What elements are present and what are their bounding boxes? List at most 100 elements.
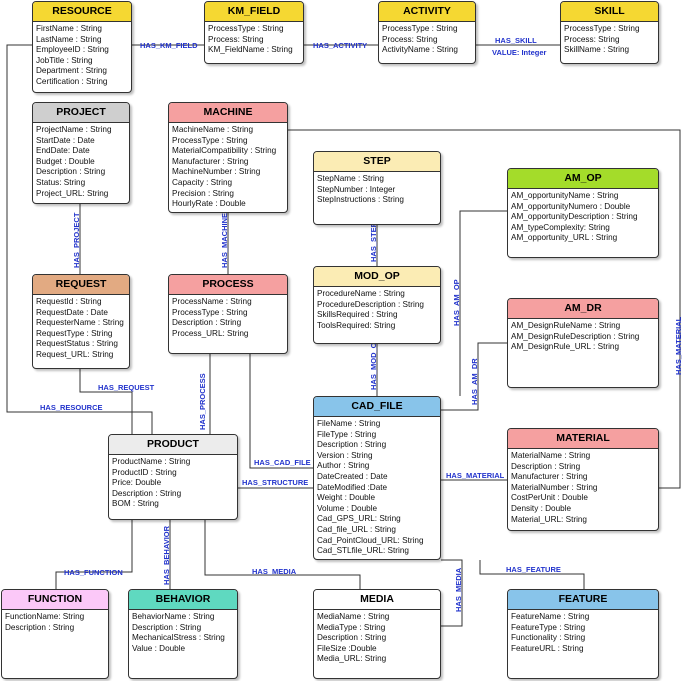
edge-has-function <box>55 520 133 589</box>
label-has-material-vertical: HAS_MATERIAL <box>674 316 683 375</box>
attribute-cad-file-3: Version : String <box>317 450 373 460</box>
attribute-cad-file-5: DateCreated : Date <box>317 471 388 481</box>
edge-has-am-dr <box>441 342 507 411</box>
attribute-material-6: Material_URL: String <box>511 514 587 524</box>
attribute-material-3: MaterialNumber : String <box>511 482 598 492</box>
attribute-activity-1: Process: String <box>382 34 438 44</box>
entity-title: KM_FIELD <box>205 2 303 22</box>
entity-title: PRODUCT <box>109 435 237 455</box>
label-has-mod-op: HAS_MOD_OP <box>369 337 378 390</box>
attribute-product-0: ProductName : String <box>112 457 191 466</box>
attribute-request-2: RequesterName : String <box>36 318 124 328</box>
entity-title: FEATURE <box>508 590 658 610</box>
label-has-media-vertical: HAS_MEDIA <box>454 567 463 612</box>
attribute-media-2: Description : String <box>317 633 387 643</box>
label-has-behavior: HAS_BEHAVIOR <box>162 525 171 585</box>
label-has-feature: HAS_FEATURE <box>506 565 561 574</box>
attribute-am-dr-2: AM_DesignRule_URL : String <box>511 342 620 352</box>
attribute-feature-3: FeatureURL : String <box>511 643 584 653</box>
label-has-process: HAS_PROCESS <box>198 373 207 430</box>
attribute-behavior-0: BehaviorName : String <box>132 612 215 621</box>
attribute-mod-op-0: ProcedureName : String <box>317 289 405 298</box>
attribute-feature-2: Functionality : String <box>511 633 586 643</box>
attribute-skill-2: SkillName : String <box>564 45 630 55</box>
attribute-project-4: Description : String <box>36 167 106 177</box>
attribute-mod-op-2: SkillsRequired : String <box>317 310 398 320</box>
attribute-project-2: EndDate: Date <box>36 146 90 156</box>
label-has-resource: HAS_RESOURCE <box>40 403 103 412</box>
attribute-am-dr-1: AM_DesignRuleDescription : String <box>511 331 640 341</box>
attribute-cad-file-10: Cad_file_URL : String <box>317 524 396 534</box>
attribute-am-op-3: AM_typeComplexity: String <box>511 222 610 232</box>
attribute-project-6: Project_URL: String <box>36 188 109 198</box>
label-has-function: HAS_FUNCTION <box>64 568 123 577</box>
label-has-request: HAS_REQUEST <box>98 383 155 392</box>
attribute-cad-file-8: Volume : Double <box>317 503 378 513</box>
edge-has-am-op <box>459 210 507 396</box>
attribute-media-1: MediaType : String <box>317 622 386 632</box>
label-has-project: HAS_PROJECT <box>72 212 81 268</box>
attribute-km-field-0: ProcessType : String <box>208 24 284 33</box>
attribute-skill-1: Process: String <box>564 34 620 44</box>
attribute-process-2: Description : String <box>172 318 242 328</box>
attribute-cad-file-4: Author : String <box>317 461 370 471</box>
attribute-material-5: Density : Double <box>511 503 572 513</box>
attribute-resource-4: Department : String <box>36 66 107 76</box>
attribute-machine-4: MachineNumber : String <box>172 167 261 177</box>
attribute-product-3: Description : String <box>112 488 182 498</box>
attribute-product-2: Price: Double <box>112 478 162 488</box>
attribute-project-0: ProjectName : String <box>36 125 112 134</box>
attribute-resource-0: FirstName : String <box>36 24 102 33</box>
attribute-cad-file-1: FileType : String <box>317 429 377 439</box>
entity-title: AM_OP <box>508 169 658 189</box>
attribute-media-0: MediaName : String <box>317 612 390 621</box>
attribute-activity-2: ActivityName : String <box>382 45 458 55</box>
attribute-resource-2: EmployeeID : String <box>36 45 109 55</box>
label-has-activity: HAS_ACTIVITY <box>313 41 367 50</box>
entity-title: ACTIVITY <box>379 2 475 22</box>
entity-title: CAD_FILE <box>314 397 440 417</box>
edge-has-request <box>79 369 133 434</box>
attribute-cad-file-0: FileName : String <box>317 419 381 428</box>
entity-title: MATERIAL <box>508 429 658 449</box>
attribute-process-3: Process_URL: String <box>172 328 249 338</box>
entity-title: MOD_OP <box>314 267 440 287</box>
entity-title: BEHAVIOR <box>129 590 237 610</box>
entity-title: MACHINE <box>169 103 287 123</box>
attribute-am-op-2: AM_opportunityDescription : String <box>511 212 638 222</box>
attribute-material-1: Description : String <box>511 461 581 471</box>
attribute-skill-0: ProcessType : String <box>564 24 640 33</box>
entity-title: FUNCTION <box>2 590 108 610</box>
attribute-machine-2: MaterialCompatibility : String <box>172 146 277 156</box>
attribute-request-5: Request_URL: String <box>36 349 114 359</box>
attribute-feature-0: FeatureName : String <box>511 612 590 621</box>
attribute-process-1: ProcessType : String <box>172 307 248 317</box>
label-has-media: HAS_MEDIA <box>252 567 297 576</box>
label-has-cad-file: HAS_CAD_FILE <box>254 458 311 467</box>
label-has-step: HAS_STEP <box>369 222 378 262</box>
entity-title: PROJECT <box>33 103 129 123</box>
attribute-media-3: FileSize :Double <box>317 643 377 653</box>
attribute-product-4: BOM : String <box>112 499 159 509</box>
attribute-project-3: Budget : Double <box>36 156 95 166</box>
